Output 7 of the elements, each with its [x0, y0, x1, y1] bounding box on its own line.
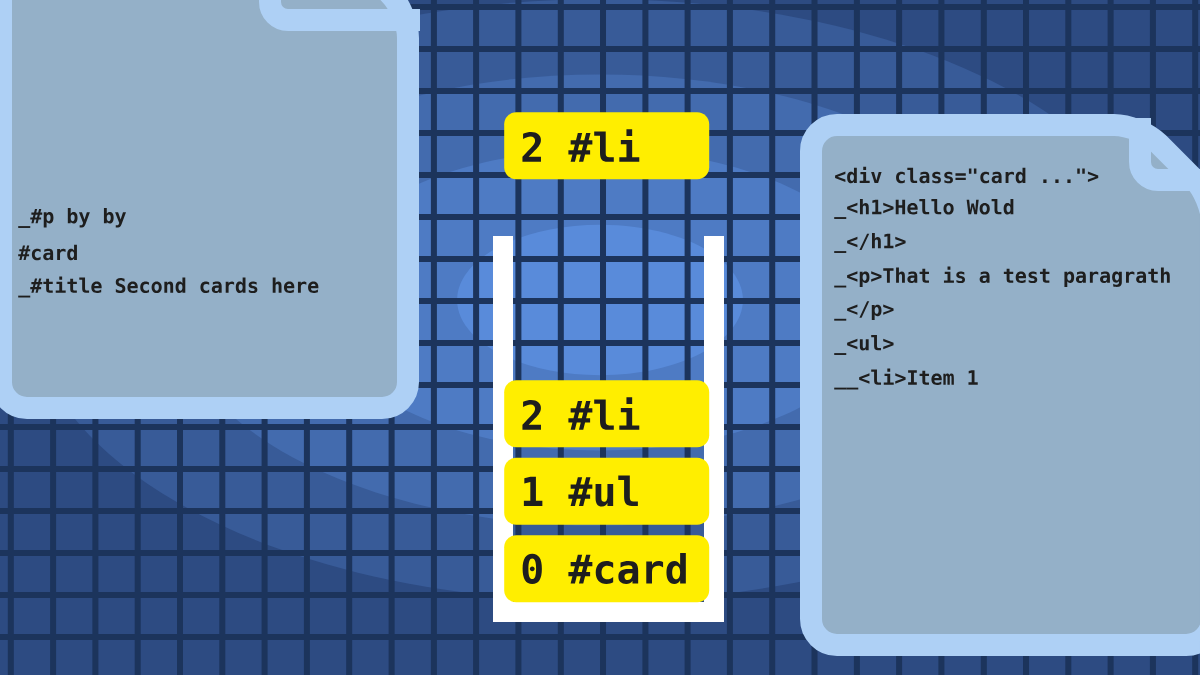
code-line: _#p by by	[18, 208, 126, 228]
code-line: #card	[18, 244, 77, 261]
code-line: _#title Second cards here	[18, 276, 319, 298]
stack-item: 2 #li	[504, 112, 710, 180]
stack-item: 2 #li	[504, 380, 710, 448]
stack-item: 0 #card	[504, 535, 710, 603]
stack-item: 1 #ul	[504, 457, 710, 525]
